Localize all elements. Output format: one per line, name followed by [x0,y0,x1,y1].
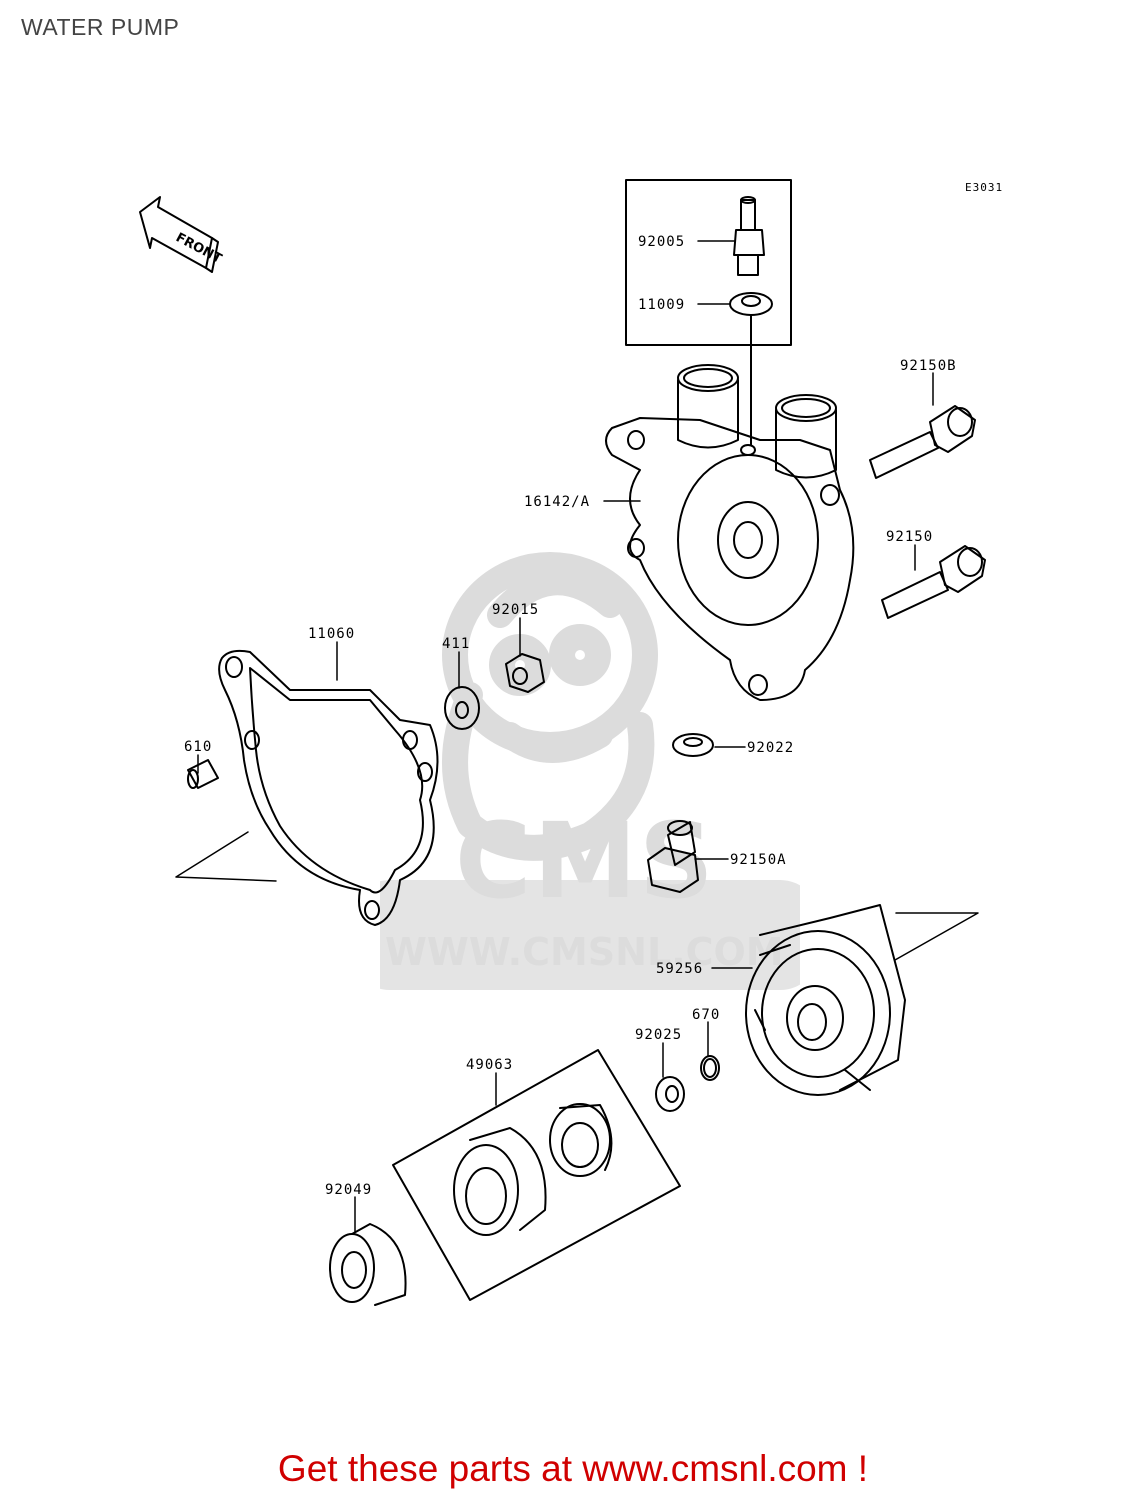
label-92150b: 92150B [900,358,957,374]
label-92025: 92025 [635,1027,682,1043]
front-arrow-icon [139,196,219,273]
label-411: 411 [442,636,470,652]
cms-watermark-logo [380,552,800,990]
washer-92022 [672,733,714,757]
washer-92025 [655,1076,685,1112]
label-49063: 49063 [466,1057,513,1073]
label-610: 610 [184,739,212,755]
label-92005: 92005 [638,234,685,250]
label-92015: 92015 [492,602,539,618]
bleeder-bolt-92005 [733,196,765,276]
label-92049: 92049 [325,1182,372,1198]
label-92022: 92022 [747,740,794,756]
front-label: FRONT [173,230,224,267]
footer-link[interactable]: Get these parts at www.cmsnl.com ! [277,1448,869,1489]
nut-92015 [505,653,545,693]
watermark-url: WWW.CMSNL.COM [385,930,784,974]
label-92150: 92150 [886,529,933,545]
gasket-11060 [218,649,439,926]
pump-cover-16142 [605,364,855,701]
mechanical-seal [453,1103,613,1236]
label-59256: 59256 [656,961,703,977]
bearing-92049 [329,1223,407,1306]
bolt-92150b [869,405,976,479]
label-92150a: 92150A [730,852,787,868]
seal-group-box [392,1049,681,1301]
washer-411 [444,686,480,730]
impeller-59256 [745,904,906,1096]
inset-box [625,179,792,346]
label-16142a: 16142/A [524,494,590,510]
oring-670 [700,1055,720,1081]
watermark-brand: CMS [455,800,716,922]
dowel-pin-610 [187,759,219,789]
washer-11009 [729,292,773,316]
bolt-92150a [647,820,699,893]
diagram-code: E3031 [965,181,1003,194]
label-670: 670 [692,1007,720,1023]
label-11009: 11009 [638,297,685,313]
page-title: WATER PUMP [21,14,180,40]
bolt-92150 [881,545,986,619]
label-11060: 11060 [308,626,355,642]
